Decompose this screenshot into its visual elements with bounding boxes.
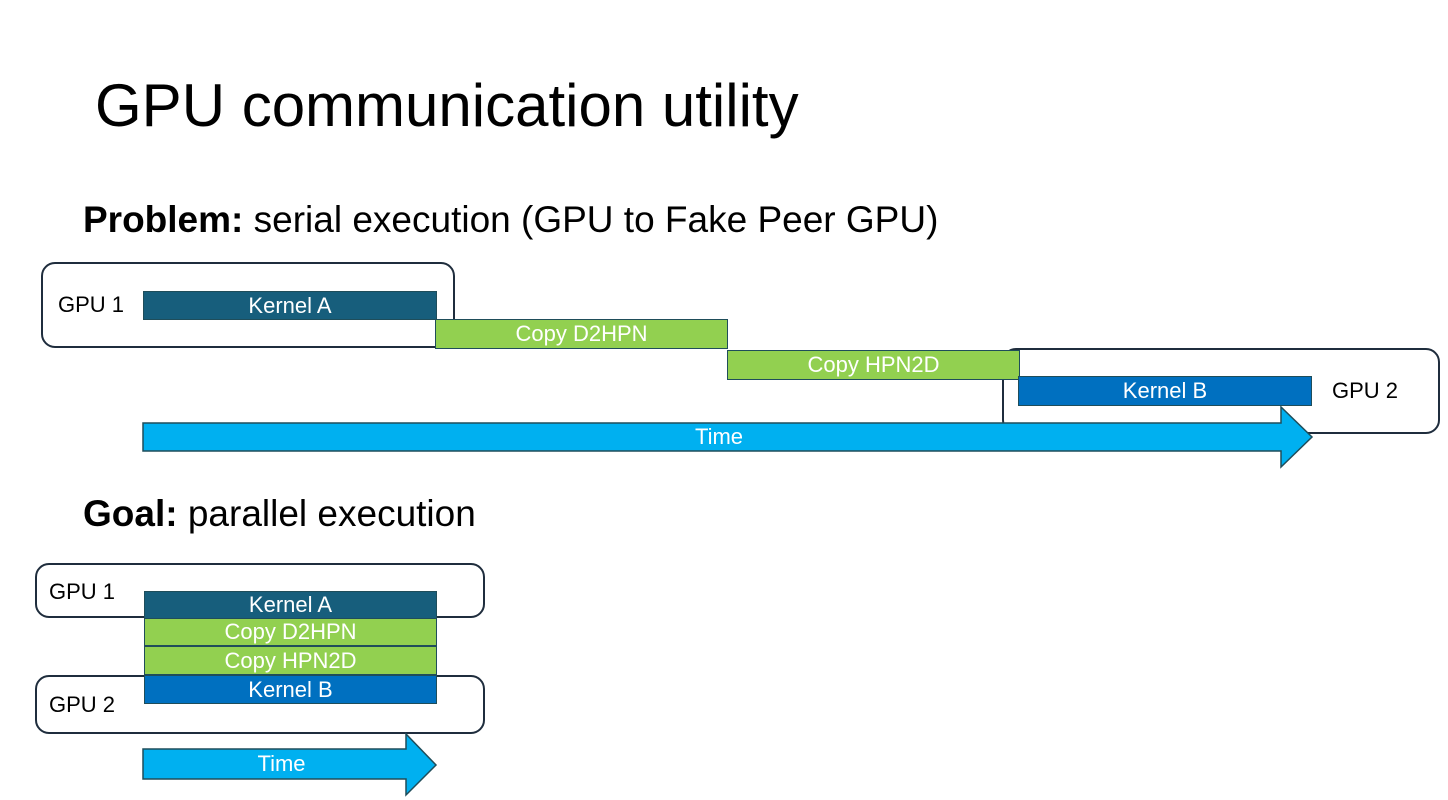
problem-kernel-a-bar: Kernel A bbox=[143, 291, 437, 320]
problem-text: serial execution (GPU to Fake Peer GPU) bbox=[243, 199, 939, 240]
goal-label: Goal: bbox=[83, 493, 178, 534]
goal-time-label: Time bbox=[257, 751, 306, 776]
problem-heading: Problem: serial execution (GPU to Fake P… bbox=[83, 198, 938, 242]
goal-gpu1-label: GPU 1 bbox=[49, 579, 116, 604]
problem-gpu2-label: GPU 2 bbox=[1332, 378, 1399, 403]
problem-gpu1-label: GPU 1 bbox=[58, 292, 125, 317]
goal-time-arrow bbox=[142, 732, 438, 797]
problem-copy-hpn2d-bar: Copy HPN2D bbox=[727, 350, 1020, 380]
goal-kernel-b-bar: Kernel B bbox=[144, 675, 437, 704]
problem-kernel-b-bar: Kernel B bbox=[1018, 376, 1312, 406]
problem-copy-d2hpn-bar: Copy D2HPN bbox=[435, 319, 728, 349]
problem-time-label: Time bbox=[694, 424, 744, 449]
problem-label: Problem: bbox=[83, 199, 244, 240]
goal-copy-d2hpn-bar: Copy D2HPN bbox=[144, 618, 437, 646]
goal-gpu2-label: GPU 2 bbox=[49, 692, 116, 717]
goal-text: parallel execution bbox=[177, 493, 476, 534]
problem-time-arrow bbox=[142, 405, 1314, 469]
goal-heading: Goal: parallel execution bbox=[83, 492, 476, 536]
goal-copy-hpn2d-bar: Copy HPN2D bbox=[144, 646, 437, 675]
slide-title: GPU communication utility bbox=[95, 72, 799, 139]
goal-kernel-a-bar: Kernel A bbox=[144, 591, 437, 619]
